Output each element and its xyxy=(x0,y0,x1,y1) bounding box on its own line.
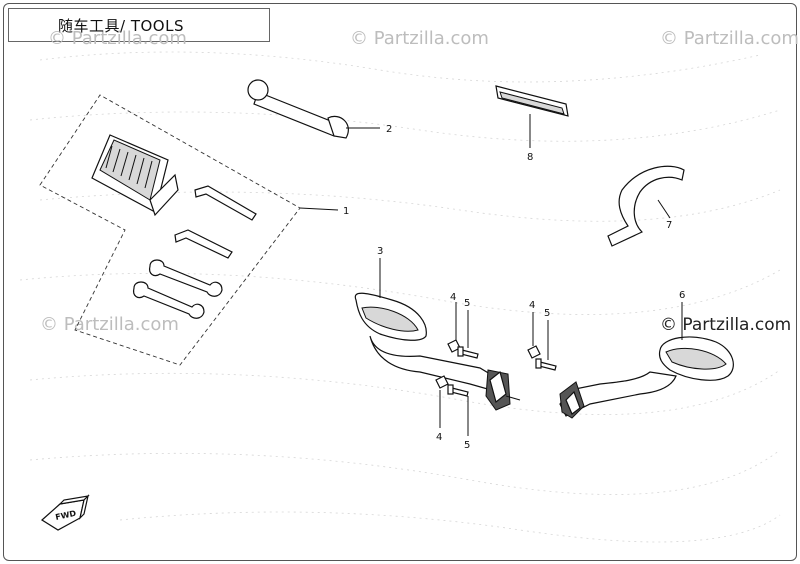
callout-label: 7 xyxy=(666,220,672,231)
callout-label: 4 xyxy=(529,300,535,311)
fwd-arrow-icon: FWD xyxy=(41,494,90,531)
reflector-strip-part xyxy=(495,85,569,117)
title-box xyxy=(8,8,270,42)
fwd-label: FWD xyxy=(55,509,78,522)
callout-labels: 1 2 3 4 5 4 5 4 5 6 7 8 xyxy=(343,124,685,451)
handle-grip-part xyxy=(247,79,349,139)
toolkit-boundary xyxy=(39,94,301,366)
callout-label: 5 xyxy=(464,298,470,309)
nut-part xyxy=(435,339,541,389)
watermark-text: © Partzilla.com xyxy=(350,28,489,49)
page-title: 随车工具/ TOOLS xyxy=(58,17,184,35)
callout-label: 5 xyxy=(464,440,470,451)
background-texture xyxy=(19,51,781,543)
tool-pouch-part xyxy=(91,134,179,217)
callout-label: 5 xyxy=(544,308,550,319)
watermark-text: © Partzilla.com xyxy=(48,28,187,49)
diagram-frame xyxy=(3,3,797,561)
watermark-text: © Partzilla.com xyxy=(40,314,179,335)
callout-label: 4 xyxy=(450,292,456,303)
callout-label: 4 xyxy=(436,432,442,443)
curved-bracket-part xyxy=(607,165,685,247)
wrench-part xyxy=(133,259,223,319)
callout-label: 3 xyxy=(377,246,383,257)
leader-lines xyxy=(299,114,683,436)
callout-label: 2 xyxy=(386,124,392,135)
right-mirror-part xyxy=(559,336,734,419)
watermark-text: © Partzilla.com xyxy=(660,315,791,335)
watermark-text: © Partzilla.com xyxy=(660,28,799,49)
callout-label: 6 xyxy=(679,290,685,301)
allen-key-part xyxy=(174,185,257,259)
bolt-part xyxy=(447,346,557,397)
left-mirror-part xyxy=(354,292,521,411)
callout-label: 8 xyxy=(527,152,533,163)
callout-label: 1 xyxy=(343,206,349,217)
